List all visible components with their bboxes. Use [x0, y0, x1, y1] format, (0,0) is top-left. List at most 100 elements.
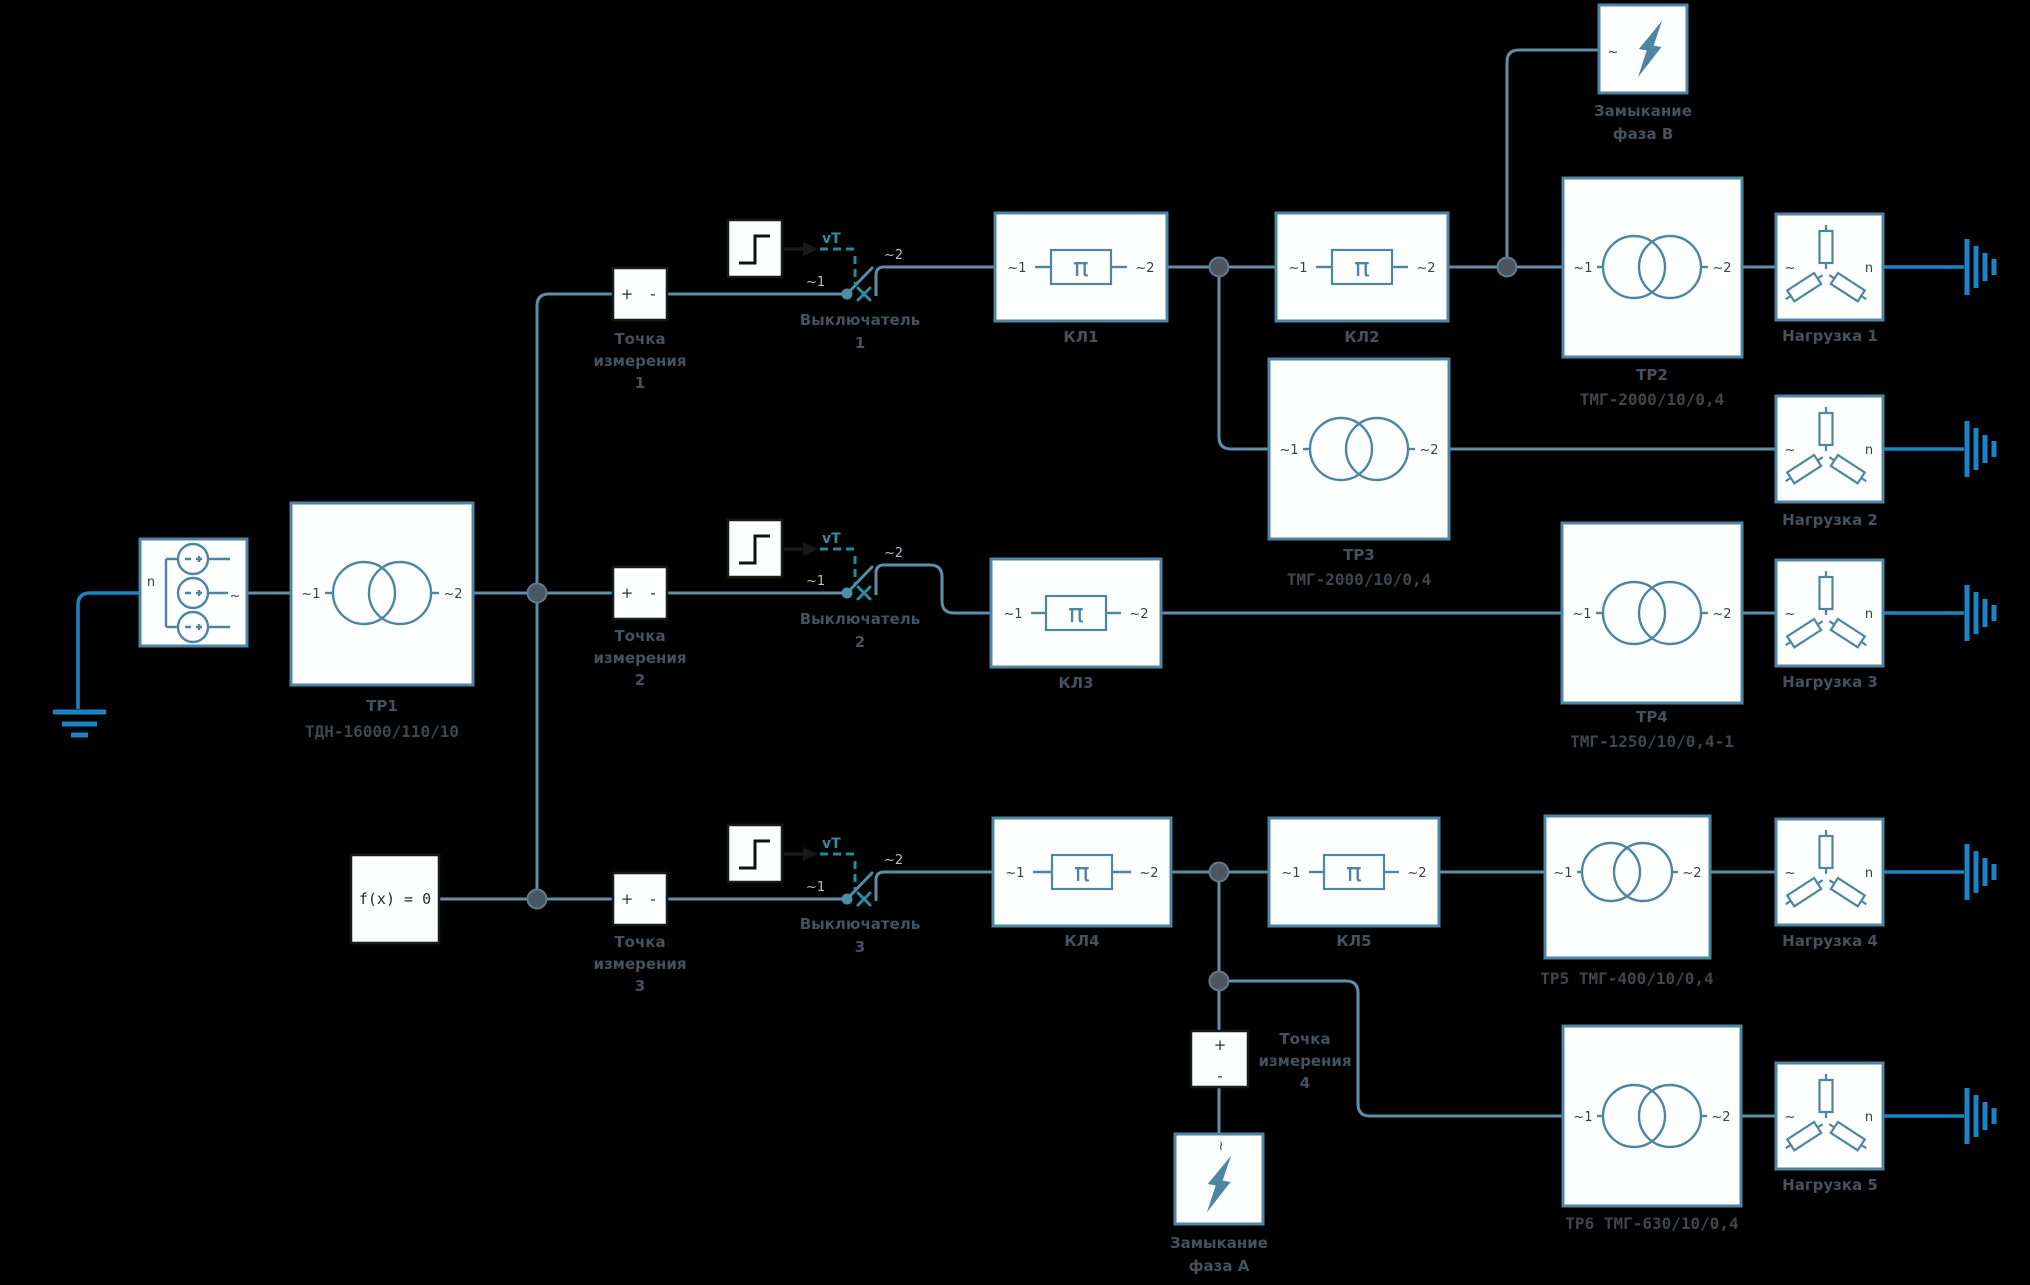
measure-point-4[interactable]: + - Точка измерения 4 — [1189, 1029, 1352, 1092]
ground-icon[interactable] — [1883, 585, 1997, 641]
tr6-body[interactable] — [1561, 1024, 1743, 1208]
switch-icon[interactable] — [841, 565, 874, 601]
fault-b-port-ac: ~ — [1608, 45, 1619, 60]
tr5-name-label: ТР5 ТМГ-400/10/0,4 — [1540, 969, 1713, 988]
load1-label: Нагрузка 1 — [1782, 327, 1878, 345]
load-1[interactable]: ~ n Нагрузка 1 — [1774, 212, 1885, 345]
kl4-label: КЛ4 — [1064, 932, 1099, 950]
mp1-plus: + — [621, 285, 634, 303]
wire-segment — [874, 870, 993, 901]
breaker1-port-2: ~2 — [884, 248, 903, 263]
ground-icon[interactable] — [53, 709, 106, 738]
tr5-body[interactable] — [1543, 814, 1712, 960]
kl4-port-2: ~2 — [1139, 866, 1158, 881]
neutral-wire — [76, 591, 176, 709]
mp4-label-line2: измерения — [1258, 1052, 1351, 1070]
kl2-body[interactable] — [1274, 211, 1450, 323]
mp3-plus: + — [621, 890, 634, 908]
breaker-2[interactable]: vT ~1 ~2 Выключатель 2 — [726, 518, 920, 651]
switch-icon[interactable] — [841, 266, 874, 302]
cable-kl2[interactable]: π ~1 ~2 КЛ2 — [1274, 211, 1450, 346]
switch-blade — [845, 565, 874, 595]
tr2-port-2: ~2 — [1712, 261, 1731, 276]
mp4-body[interactable] — [1189, 1029, 1250, 1089]
measure-point-1[interactable]: + - Точка измерения 1 — [593, 266, 687, 392]
cable-kl4[interactable]: π ~1 ~2 КЛ4 — [991, 816, 1173, 950]
tr3-port-1: ~1 — [1279, 443, 1298, 458]
voltage-source-block[interactable]: n ~ — [138, 537, 249, 648]
cable-kl3[interactable]: π ~1 ~2 КЛ3 — [989, 557, 1163, 692]
load-icon — [1785, 830, 1867, 908]
ground-icon[interactable] — [1883, 421, 1997, 477]
tr4-port-1: ~1 — [1572, 607, 1591, 622]
load-5[interactable]: ~ n Нагрузка 5 — [1774, 1061, 1885, 1194]
tr6-name-label: ТР6 ТМГ-630/10/0,4 — [1565, 1214, 1738, 1233]
load-3[interactable]: ~ n Нагрузка 3 — [1774, 558, 1885, 691]
ground-icon[interactable] — [1883, 1088, 1997, 1144]
transformer-tr2[interactable]: ~1 ~2 ТР2 ТМГ-2000/10/0,4 — [1561, 176, 1744, 409]
load4-port-ac: ~ — [1785, 866, 1796, 881]
kl1-port-2: ~2 — [1135, 261, 1154, 276]
breaker-3[interactable]: vT ~1 ~2 Выключатель 3 — [726, 823, 921, 956]
breaker3-port-1: ~1 — [806, 880, 825, 895]
wire-segment — [874, 265, 995, 296]
x-mark — [856, 585, 872, 601]
tr3-body[interactable] — [1267, 357, 1451, 541]
wire-segment — [1219, 979, 1563, 1118]
ground-icon[interactable] — [1883, 844, 1997, 900]
breaker3-label-line1: Выключатель — [800, 915, 921, 933]
cable-kl1[interactable]: π ~1 ~2 КЛ1 — [993, 211, 1169, 346]
mp2-body[interactable] — [611, 565, 669, 621]
mp2-minus: - — [650, 584, 655, 602]
load-2[interactable]: ~ n Нагрузка 2 — [1774, 394, 1885, 529]
measure-point-3[interactable]: + - Точка измерения 3 — [593, 871, 687, 995]
load3-port-n: n — [1865, 607, 1873, 622]
tr1-body[interactable] — [289, 501, 475, 687]
x-mark — [856, 891, 872, 907]
mp1-body[interactable] — [611, 266, 669, 322]
tr4-body[interactable] — [1560, 521, 1744, 705]
kl3-label: КЛ3 — [1058, 674, 1093, 692]
x-mark — [856, 286, 872, 302]
tr6-port-1: ~1 — [1573, 1110, 1592, 1125]
tr4-code-label: ТМГ-1250/10/0,4-1 — [1570, 732, 1734, 751]
cable-kl5[interactable]: π ~1 ~2 КЛ5 — [1267, 816, 1441, 950]
load2-port-ac: ~ — [1785, 443, 1796, 458]
fault-phase-a[interactable]: ~ Замыкание фаза А — [1170, 1132, 1268, 1275]
switch-icon[interactable] — [841, 871, 874, 907]
fault-a-label-line2: фаза А — [1189, 1257, 1250, 1275]
junction-dot — [526, 888, 548, 910]
function-block[interactable]: f(x) = 0 — [349, 853, 441, 945]
tr2-body[interactable] — [1561, 176, 1744, 359]
breaker1-label-line1: Выключатель — [800, 311, 921, 329]
signal-arrowhead — [803, 542, 818, 556]
measure-point-2[interactable]: + - Точка измерения 2 — [593, 565, 687, 689]
mp3-body[interactable] — [611, 871, 669, 927]
wire-segment — [1217, 267, 1269, 451]
transformer-icon — [1597, 234, 1708, 300]
load2-label: Нагрузка 2 — [1782, 511, 1878, 529]
tr3-name-label: ТР3 — [1343, 546, 1375, 564]
kl3-port-2: ~2 — [1129, 607, 1148, 622]
signal-arrowhead — [803, 847, 818, 861]
transformer-icon — [1597, 1083, 1707, 1149]
kl5-port-2: ~2 — [1407, 866, 1426, 881]
function-block-body[interactable] — [349, 853, 441, 945]
load-icon — [1785, 1074, 1867, 1152]
ground-icon[interactable] — [1883, 239, 1997, 295]
fault-phase-b[interactable]: ~ Замыкание фаза B — [1594, 3, 1692, 143]
junction-dot — [526, 582, 548, 604]
transformer-tr6[interactable]: ~1 ~2 ТР6 ТМГ-630/10/0,4 — [1561, 1024, 1743, 1233]
pi-symbol: π — [1068, 599, 1084, 629]
load-4[interactable]: ~ n Нагрузка 4 — [1774, 817, 1885, 950]
bus-wire — [535, 292, 613, 899]
transformer-tr1[interactable]: ~1 ~2 ТР1 ТДН-16000/110/10 — [289, 501, 475, 741]
fault-b-label-line2: фаза B — [1613, 125, 1674, 143]
pi-symbol: π — [1074, 858, 1090, 888]
transformer-tr5[interactable]: ~1 ~2 ТР5 ТМГ-400/10/0,4 — [1540, 814, 1714, 988]
load-icon — [1785, 225, 1867, 303]
transformer-tr3[interactable]: ~1 ~2 ТР3 ТМГ-2000/10/0,4 — [1267, 357, 1451, 589]
transformer-tr4[interactable]: ~1 ~2 ТР4 ТМГ-1250/10/0,4-1 — [1560, 521, 1744, 751]
breaker-1[interactable]: vT ~1 ~2 Выключатель 1 — [726, 218, 921, 352]
kl2-port-2: ~2 — [1416, 261, 1435, 276]
